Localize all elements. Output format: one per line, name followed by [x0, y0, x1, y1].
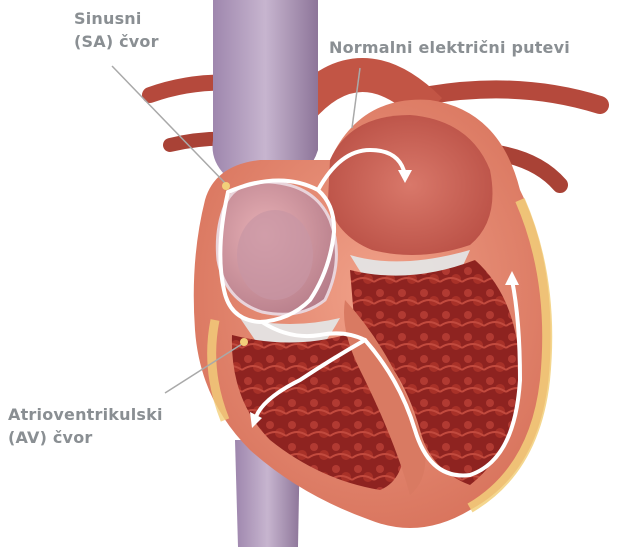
av-node-marker [240, 338, 248, 346]
av-node-label-line-2: (AV) čvor [8, 426, 163, 449]
sa-node-label: Sinusni (SA) čvor [74, 7, 159, 53]
sa-node-label-line-2: (SA) čvor [74, 30, 159, 53]
sa-node-marker [222, 182, 230, 190]
electrical-pathways-label: Normalni električni putevi [329, 36, 570, 59]
electrical-pathways-label-text: Normalni električni putevi [329, 36, 570, 59]
av-node-label-line-1: Atrioventrikulski [8, 403, 163, 426]
av-node-label: Atrioventrikulski (AV) čvor [8, 403, 163, 449]
sa-node-label-line-1: Sinusni [74, 7, 159, 30]
superior-vena-cava [213, 0, 319, 175]
